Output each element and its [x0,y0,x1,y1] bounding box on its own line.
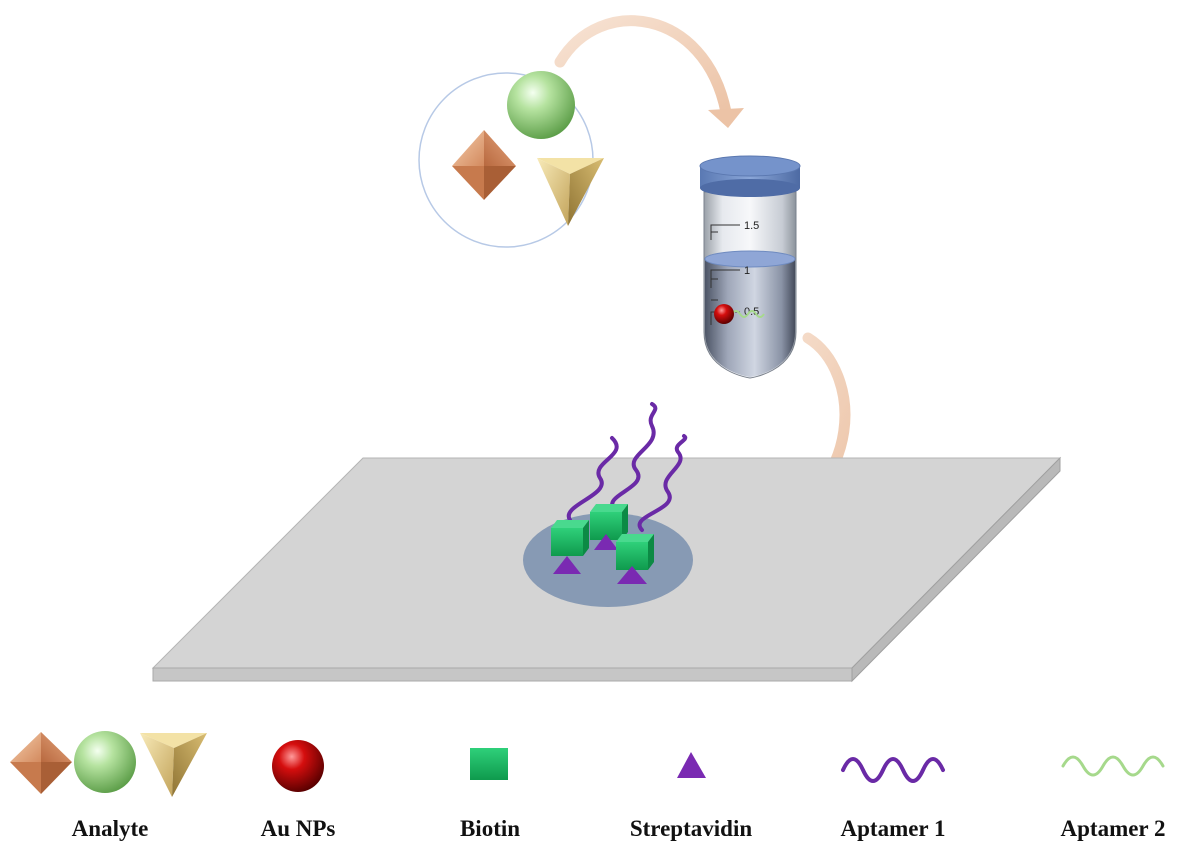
legend-label-streptavidin: Streptavidin [629,816,753,841]
legend-label-biotin: Biotin [459,816,521,841]
sample-tube: 1.5 1 0.5 [699,155,801,379]
biotin-cube [590,504,628,540]
legend-analyte-sphere-icon [74,731,136,793]
aptamer-1-strand [637,434,688,532]
slide-front-edge [152,667,853,682]
flow-arrow-to-tube [554,15,744,128]
legend-analyte-tetrahedron-icon [140,733,207,797]
tube-liquid [705,259,795,377]
analyte-octahedron-icon [452,130,516,200]
legend-aptamer-1-icon [841,757,945,783]
legend [10,731,1165,797]
legend-label-au-nps: Au NPs [260,816,336,841]
tube-tick-label: 1.5 [744,220,759,232]
legend-label-analyte: Analyte [71,816,149,841]
tube-cap-top [699,155,801,177]
analyte-sphere-icon [507,71,575,139]
tube-liquid-surface [704,250,796,268]
aptamer-1-strand [566,436,619,522]
streptavidin-triangle [594,534,618,550]
sensor-slide [151,456,1062,683]
biotin-cube [616,534,654,570]
aptamer-1-strand [610,402,658,512]
tube-cap-bottom [700,179,800,197]
immobilized-aptamers [566,402,688,532]
biotin-streptavidin-complexes [551,504,654,584]
tube-aptamer-2 [731,310,765,318]
streptavidin-triangle [553,556,581,574]
streptavidin-triangle [617,566,647,584]
legend-aptamer-2-icon [1061,755,1165,777]
legend-au-nps-icon [272,740,324,792]
tube-au-np [714,304,734,324]
legend-biotin-icon [470,748,508,780]
analyte-tetrahedron-icon [537,158,604,226]
legend-streptavidin-icon [677,752,706,778]
analyte-inset [418,71,604,248]
legend-label-aptamer-2: Aptamer 2 [1060,816,1166,841]
legend-analyte-octahedron-icon [10,732,72,794]
slide-right-edge [851,456,1061,683]
legend-label-aptamer-1: Aptamer 1 [840,816,946,841]
biotin-cube [551,520,589,556]
tube-tick-label: 1 [744,265,750,277]
